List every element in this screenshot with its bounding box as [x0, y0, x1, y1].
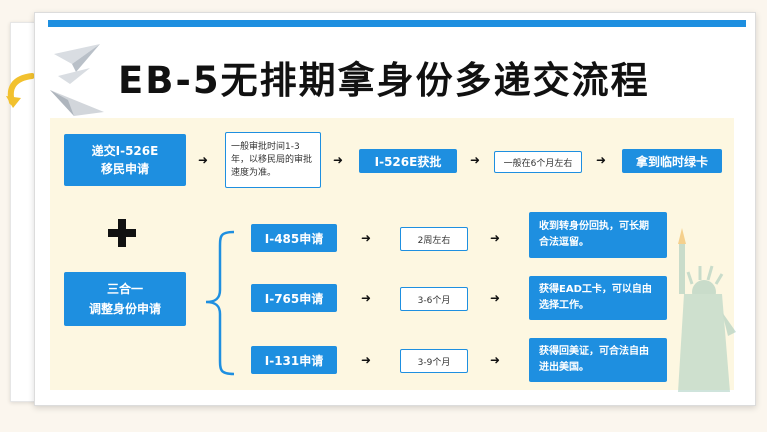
arrow-right-icon: ➜ — [490, 231, 501, 245]
arrow-right-icon: ➜ — [490, 353, 501, 367]
paper-plane-icon — [50, 44, 104, 116]
curly-brace-icon — [205, 230, 235, 376]
arrow-right-icon: ➜ — [198, 153, 209, 167]
six-month-note: 一般在6个月左右 — [494, 151, 582, 173]
i765-result-box: 获得EAD工卡，可以自由选择工作。 — [529, 276, 667, 320]
i765-box: I-765申请 — [251, 284, 337, 312]
i131-time-box: 3-9个月 — [400, 349, 468, 373]
i485-box: I-485申请 — [251, 224, 337, 252]
arrow-right-icon: ➜ — [361, 353, 372, 367]
submit-i526e-box: 递交I-526E 移民申请 — [64, 134, 186, 186]
arrow-right-icon: ➜ — [470, 153, 481, 167]
arrow-right-icon: ➜ — [361, 291, 372, 305]
page-title: EB-5无排期拿身份多递交流程 — [118, 59, 650, 102]
i485-time-box: 2周左右 — [400, 227, 468, 251]
i131-result-box: 获得回美证，可合法自由进出美国。 — [529, 338, 667, 382]
temporary-green-card-box: 拿到临时绿卡 — [622, 149, 722, 173]
plus-icon — [108, 219, 136, 247]
statue-of-liberty-icon — [678, 228, 736, 392]
approval-time-note: 一般审批时间1-3年，以移民局的审批速度为准。 — [225, 132, 321, 188]
i765-time-box: 3-6个月 — [400, 287, 468, 311]
three-in-one-box: 三合一 调整身份申请 — [64, 272, 186, 326]
curved-arrow-icon — [6, 73, 35, 108]
top-accent-bar — [48, 20, 746, 27]
i485-result-box: 收到转身份回执，可长期合法逗留。 — [529, 212, 667, 258]
i131-box: I-131申请 — [251, 346, 337, 374]
arrow-right-icon: ➜ — [333, 153, 344, 167]
arrow-right-icon: ➜ — [596, 153, 607, 167]
arrow-right-icon: ➜ — [361, 231, 372, 245]
i526e-approved-box: I-526E获批 — [359, 149, 457, 173]
arrow-right-icon: ➜ — [490, 291, 501, 305]
